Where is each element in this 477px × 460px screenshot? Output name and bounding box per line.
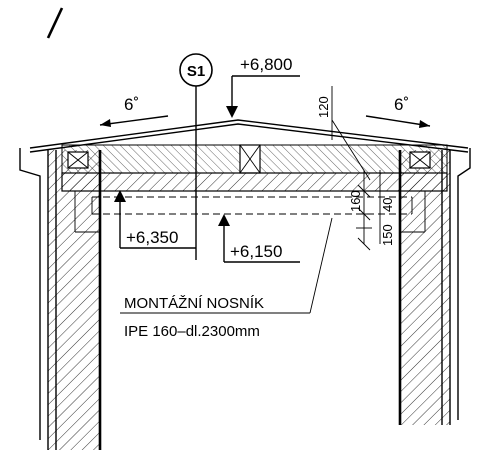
dimension-40-label: 40 <box>380 198 395 212</box>
beam-note: MONTÁŽNÍ NOSNÍK IPE 160–dl.2300mm <box>120 217 333 340</box>
left-wall <box>19 148 102 450</box>
elevation-left-upper-label: +6,350 <box>126 228 178 247</box>
right-wall <box>398 148 471 425</box>
section-marker-label: S1 <box>187 63 205 80</box>
dimension-150-label: 150 <box>380 224 395 246</box>
slope-left: 6˚ <box>99 95 169 127</box>
elevation-left-upper: +6,350 <box>114 190 196 249</box>
elevation-left-lower-label: +6,150 <box>230 242 282 261</box>
slab-and-beam <box>61 172 448 233</box>
slope-right-label: 6˚ <box>394 95 409 114</box>
top-edge-mark <box>46 7 64 39</box>
elevation-top: +6,800 <box>226 55 300 118</box>
dimension-120-label: 120 <box>316 96 331 118</box>
beam-note-line1: MONTÁŽNÍ NOSNÍK <box>124 295 264 312</box>
dimension-160-label: 160 <box>348 190 363 212</box>
section-marker-s1: S1 <box>179 53 213 260</box>
elevation-top-label: +6,800 <box>240 55 292 74</box>
elevation-left-lower: +6,150 <box>218 214 300 263</box>
slope-left-label: 6˚ <box>124 95 139 114</box>
beam-note-line2: IPE 160–dl.2300mm <box>124 323 260 340</box>
roof-deck <box>29 119 469 174</box>
dimension-chain-right: 160 40 150 <box>348 170 395 251</box>
slope-right: 6˚ <box>365 95 431 128</box>
